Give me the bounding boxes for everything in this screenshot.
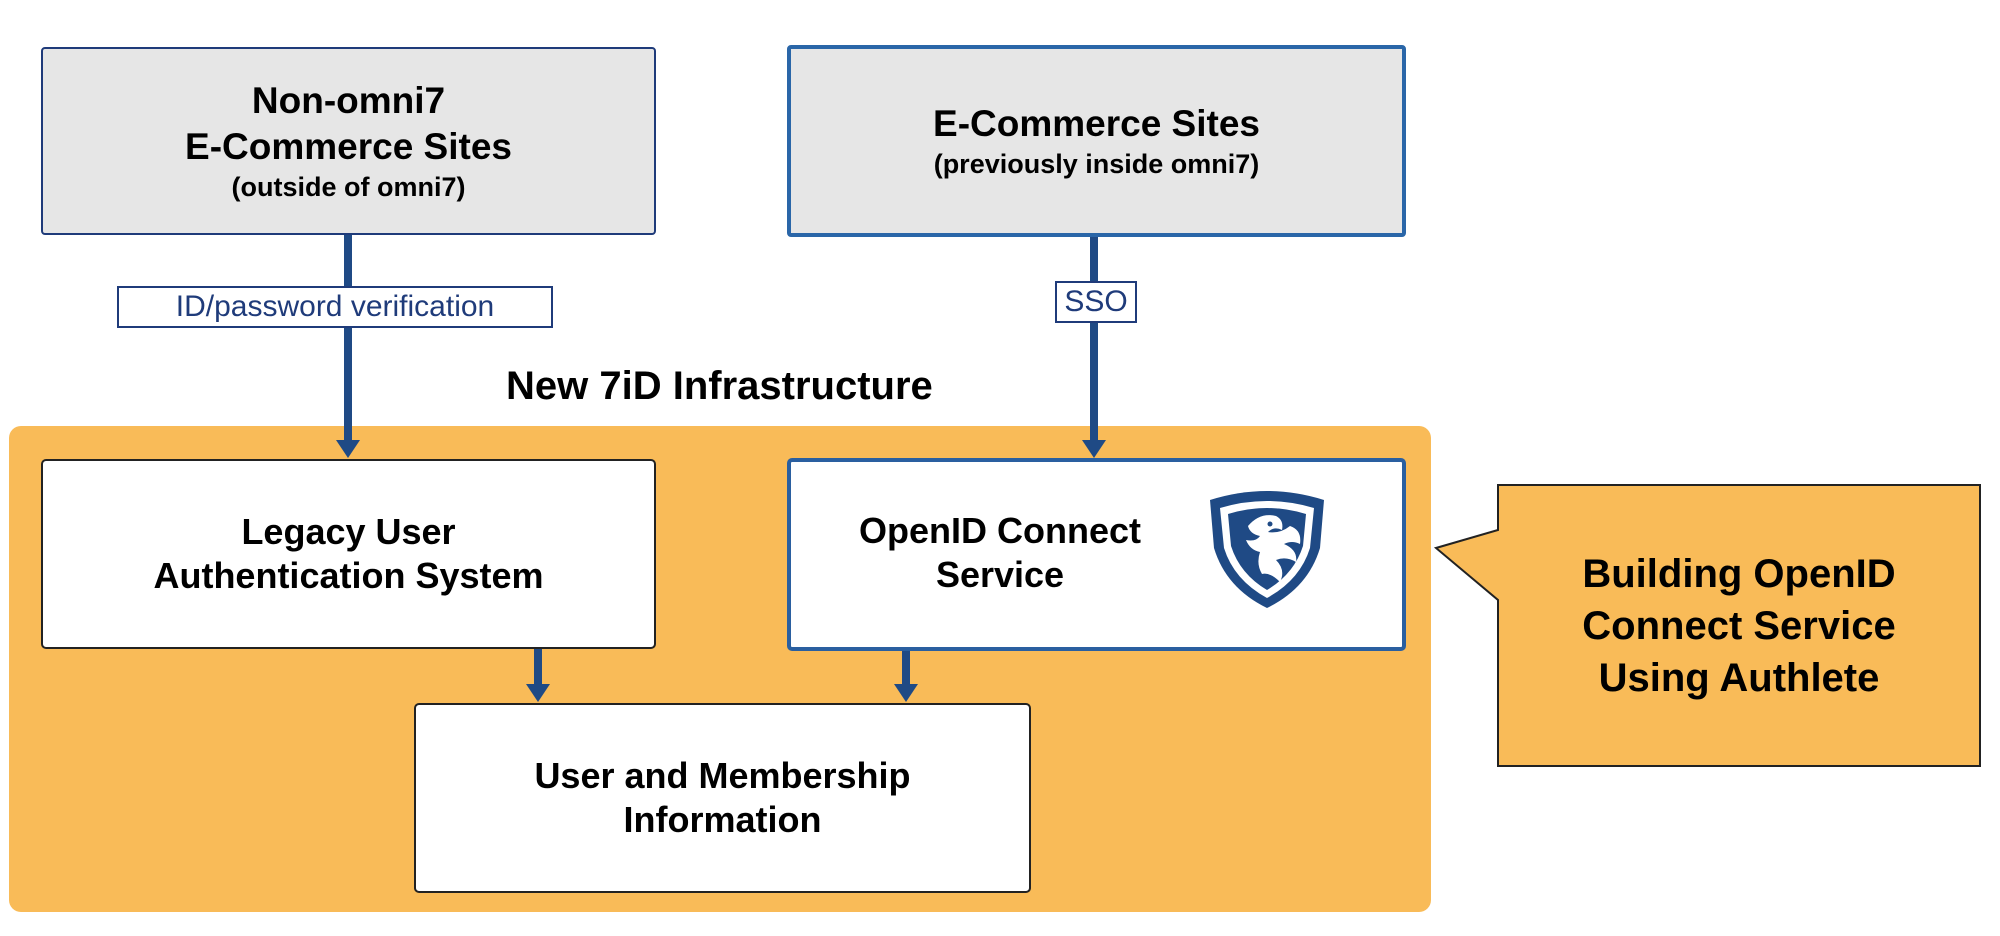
node-legacy-line1: Legacy User [241,511,456,552]
authlete-shield-logo-icon [1210,491,1324,608]
node-oidc-line1: OpenID Connect [858,509,1141,551]
arrowhead-oidc [1082,440,1106,458]
callout-line2: Connect Service [1582,603,1896,648]
arrowhead-membership-left [526,684,550,702]
arrowhead-membership-right [894,684,918,702]
edge-label-sso: SSO [1055,281,1137,323]
node-ecommerce-line1: E-Commerce Sites [933,103,1260,144]
node-membership-line2: Information [623,799,822,840]
node-oidc-line2: Service [935,553,1065,595]
infrastructure-title: New 7iD Infrastructure [506,364,933,408]
node-oidc-text: OpenID Connect Service [830,470,1170,635]
node-ecommerce-sub: (previously inside omni7) [933,149,1260,179]
node-non-omni7-sub: (outside of omni7) [231,172,466,202]
arrowhead-legacy [336,440,360,458]
callout-shape [1433,484,1981,767]
node-non-omni7-line1: Non-omni7 [251,80,446,121]
node-non-omni7-ecommerce: Non-omni7 E-Commerce Sites (outside of o… [41,47,656,235]
callout-line1: Building OpenID [1582,551,1896,596]
edge-label-id-password: ID/password verification [117,286,553,328]
node-legacy-line2: Authentication System [153,555,544,596]
node-legacy-auth: Legacy User Authentication System [41,459,656,649]
callout-line3: Using Authlete [1598,655,1880,700]
node-non-omni7-line2: E-Commerce Sites [185,126,512,167]
node-ecommerce-sites: E-Commerce Sites (previously inside omni… [787,45,1406,237]
callout-authlete: Building OpenID Connect Service Using Au… [1500,487,1978,764]
node-user-membership: User and Membership Information [414,703,1031,893]
node-membership-line1: User and Membership [534,755,911,796]
